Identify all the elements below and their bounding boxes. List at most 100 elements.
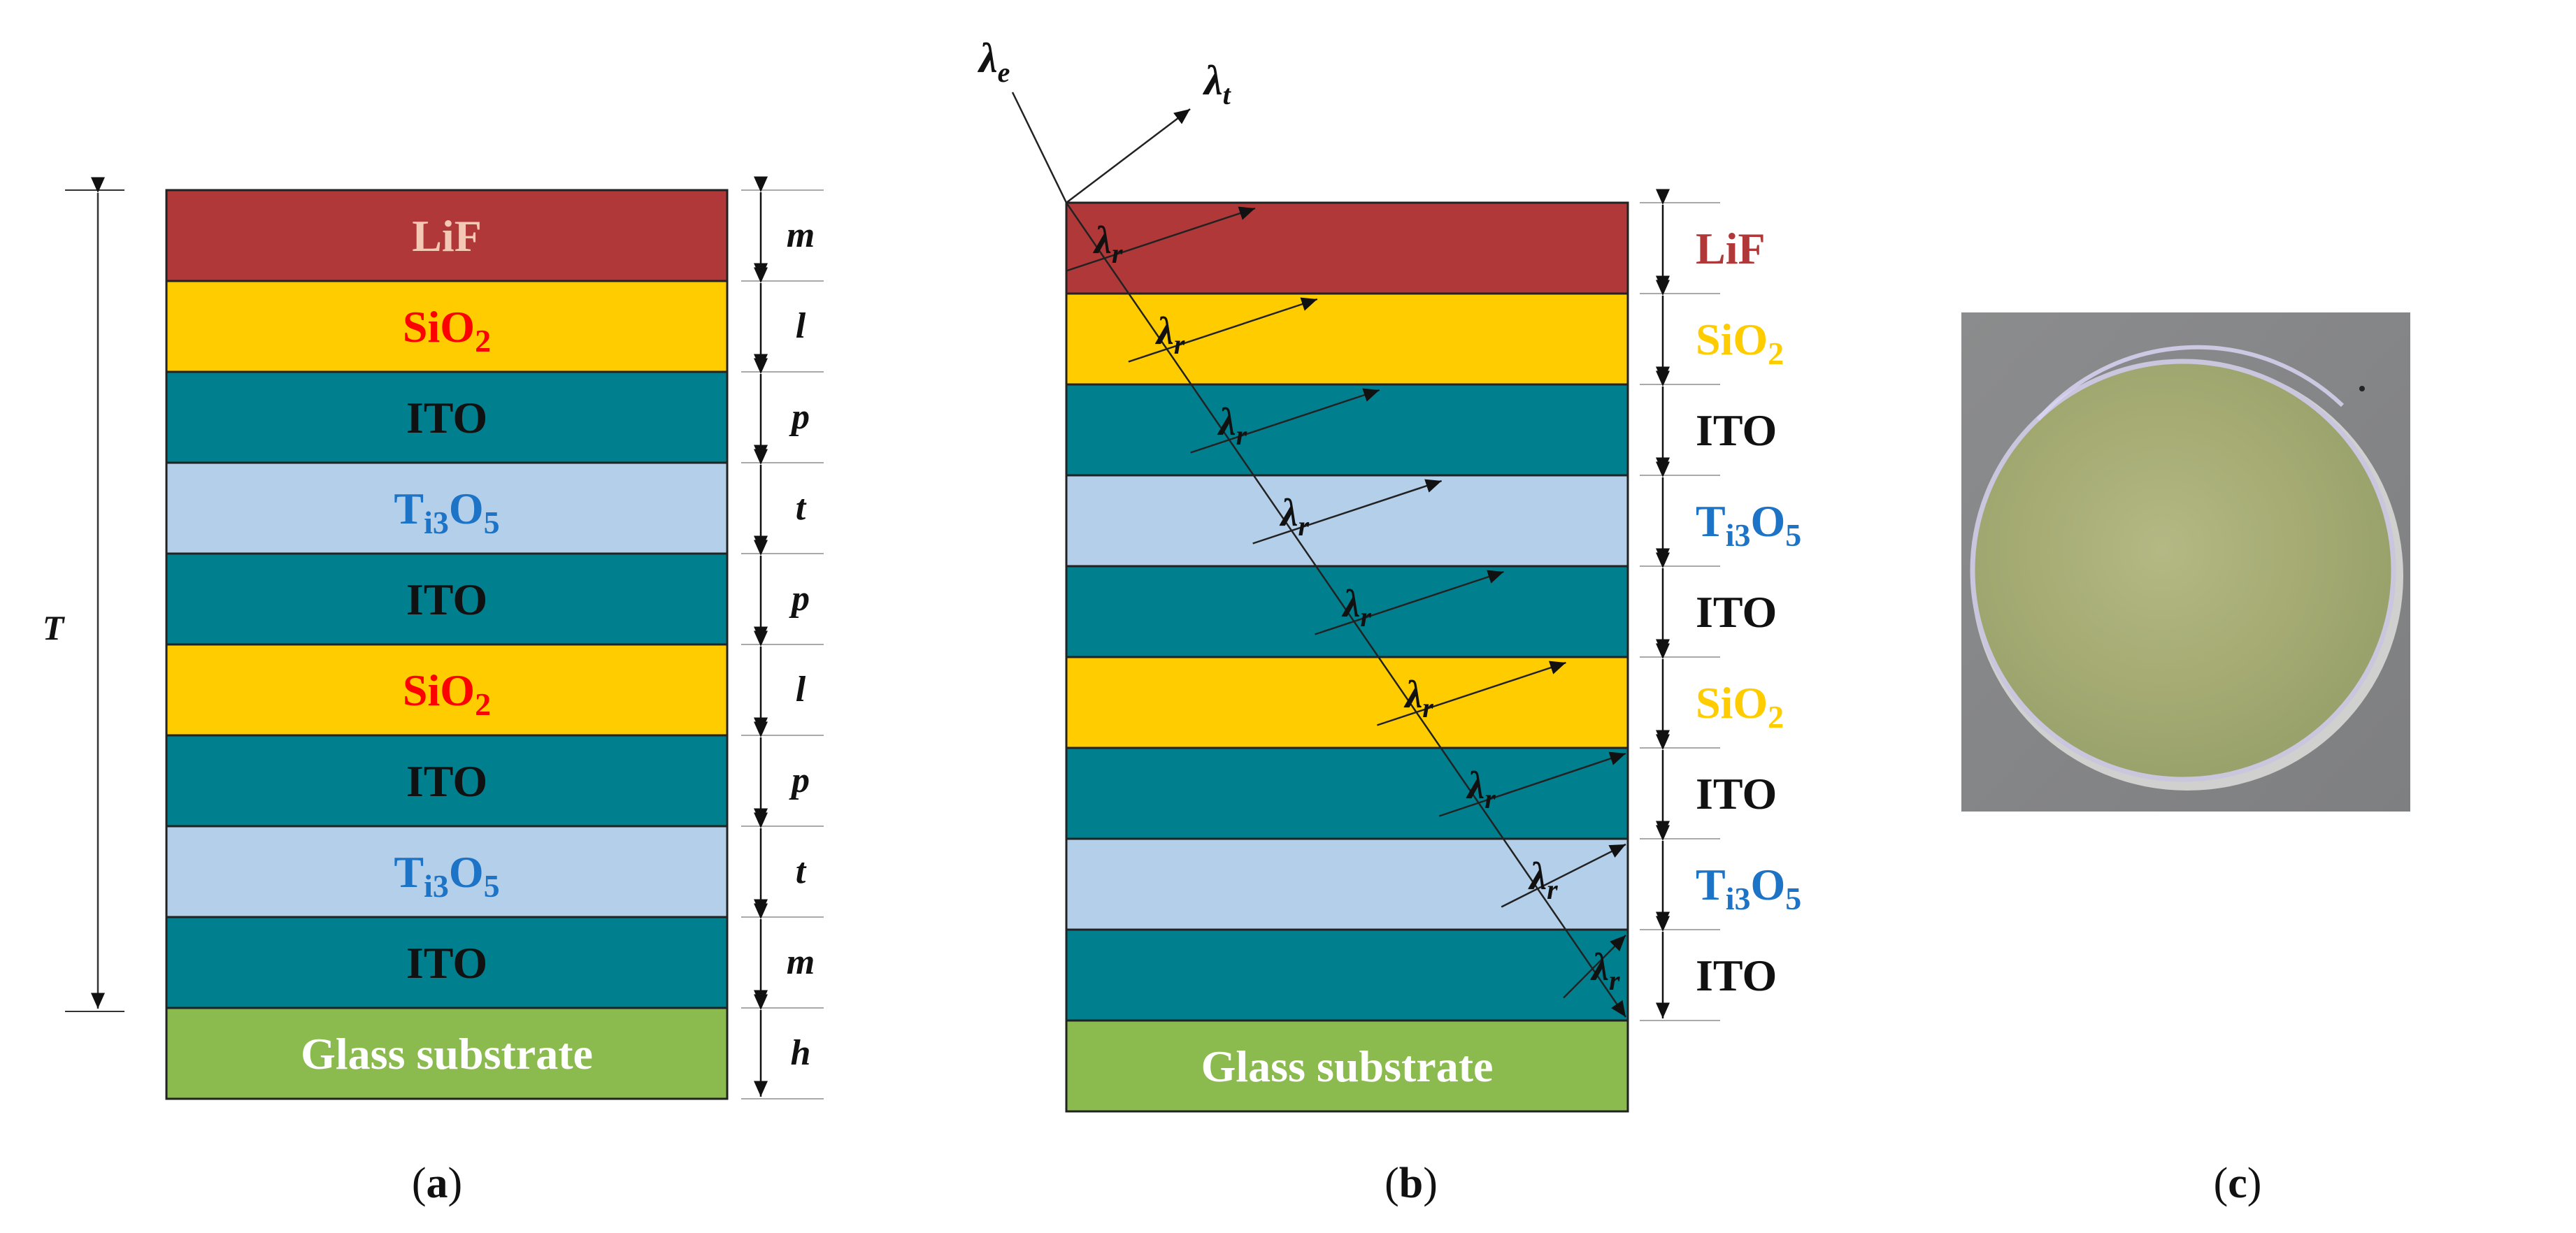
reflected-wavelength-label: λr [1342, 582, 1372, 633]
reflected-wavelength-label: λr [1528, 855, 1558, 905]
reflected-ray: λr [1377, 661, 1566, 726]
panel-a-layer-label: ITO [406, 393, 487, 442]
panel-b-side-label: ITO [1696, 769, 1777, 819]
lambda-sub: r [1422, 692, 1433, 723]
reflected-ray: λr [1190, 388, 1380, 454]
panel-b-caption-letter: b [1399, 1160, 1423, 1207]
panel-a-thickness-p: p [741, 540, 824, 642]
panel-a-layer-ito: ITO [165, 370, 729, 464]
panel-b-layer-stack: Glass substrate [1065, 201, 1629, 1113]
reflected-ray: λr [1252, 479, 1443, 545]
reflected-wavelength-label: λr [1590, 946, 1620, 996]
reflected-wavelength-label: λr [1280, 491, 1310, 542]
label-part: SiO [1696, 678, 1768, 728]
thickness-label: l [796, 306, 806, 346]
label-part: ITO [406, 756, 487, 806]
lambda-sub: r [1298, 510, 1310, 542]
label-part: i3 [1726, 517, 1751, 553]
panel-b-incident-rays: λe λt [977, 35, 1232, 203]
panel-c-caption-open: ( [2214, 1160, 2228, 1207]
thickness-label: m [787, 215, 815, 255]
panel-c: (c) [1961, 312, 2410, 1207]
dust-speck [2359, 386, 2365, 391]
panel-a-layer-label: ITO [406, 575, 487, 624]
panel-a-layer-label: Ti3O5 [394, 484, 499, 540]
panel-c-caption-letter: c [2228, 1160, 2247, 1207]
panel-b-side-label: Ti3O5 [1696, 860, 1801, 916]
sample-photo [1961, 312, 2410, 812]
lambda: λ [1155, 310, 1174, 353]
glass-disc [1970, 359, 2396, 782]
thickness-label: l [796, 670, 806, 709]
lambda-sub: r [1360, 601, 1371, 633]
panel-c-caption-close: ) [2247, 1160, 2262, 1207]
reflected-wavelength-label: λr [1403, 673, 1433, 723]
label-part: Glass substrate [301, 1029, 593, 1079]
panel-b-caption-open: ( [1384, 1160, 1399, 1207]
panel-b-layer-3 [1065, 383, 1629, 477]
panel-b-caption-close: ) [1423, 1160, 1438, 1207]
panel-a-thickness-t: t [741, 449, 824, 551]
panel-b-side-lif: LiF [1640, 189, 1766, 291]
panel-b-side-label: SiO2 [1696, 678, 1784, 735]
panel-b-layer-7 [1065, 747, 1629, 840]
thickness-label: h [791, 1033, 811, 1073]
panel-c-caption: (c) [2214, 1160, 2262, 1207]
panel-a-caption-close: ) [448, 1160, 463, 1207]
label-part: 2 [475, 323, 491, 359]
reflected-ray: λr [1315, 570, 1504, 635]
label-part: ITO [406, 575, 487, 624]
panel-a-layer-sio2: SiO2 [165, 643, 729, 737]
lambda-sub: r [1112, 238, 1123, 269]
label-part: i3 [424, 505, 449, 540]
panel-a-layer-glass-substrate: Glass substrate [165, 1007, 729, 1100]
label-part: O [1750, 496, 1785, 546]
lambda: λ [1466, 764, 1484, 807]
incident-lambda: λ [977, 35, 998, 81]
lambda: λ [1093, 219, 1112, 262]
lambda-sub: r [1236, 419, 1247, 451]
lambda: λ [1403, 673, 1422, 716]
total-thickness-label: T [43, 608, 66, 647]
panel-b-substrate-label: Glass substrate [1201, 1041, 1494, 1091]
reflected-wavelength-label: λr [1093, 219, 1123, 269]
label-part: i3 [1726, 881, 1751, 916]
label-part: LiF [412, 211, 482, 261]
label-part: T [394, 847, 424, 897]
panel-b-side-ti3o5: Ti3O5 [1640, 825, 1801, 928]
label-part: ITO [1696, 587, 1777, 637]
label-part: 2 [1768, 336, 1784, 371]
label-part: T [394, 484, 424, 533]
refracted-ray [1065, 202, 1627, 1018]
lambda-sub: r [1174, 329, 1185, 360]
thickness-label: t [796, 851, 807, 891]
label-part: SiO [403, 302, 475, 352]
lambda: λ [1217, 401, 1236, 444]
panel-b-side-ti3o5: Ti3O5 [1640, 461, 1801, 564]
panel-a-layer-lif: LiF [165, 189, 729, 282]
reflected-ray: λr [1563, 935, 1626, 999]
panel-a-thickness-l: l [741, 630, 824, 733]
lambda: λ [1528, 855, 1547, 898]
reflected-wavelength-label: λr [1217, 401, 1247, 451]
lambda: λ [1280, 491, 1298, 535]
panel-a-thickness-h: h [741, 994, 824, 1099]
panel-a-layer-label: SiO2 [403, 665, 491, 722]
transmitted-lambda: λ [1202, 57, 1223, 103]
panel-b-side-label: ITO [1696, 405, 1777, 455]
incident-wavelength-label: λe [977, 35, 1010, 88]
label-part: 2 [475, 686, 491, 722]
label-part: O [1750, 860, 1785, 909]
label-part: T [1696, 496, 1726, 546]
lambda-sub: r [1484, 783, 1496, 814]
label-part: ITO [1696, 405, 1777, 455]
lambda: λ [1342, 582, 1361, 626]
panel-a-caption-open: ( [412, 1160, 427, 1207]
panel-a-layer-sio2: SiO2 [165, 280, 729, 373]
panel-a-layer-label: SiO2 [403, 302, 491, 359]
